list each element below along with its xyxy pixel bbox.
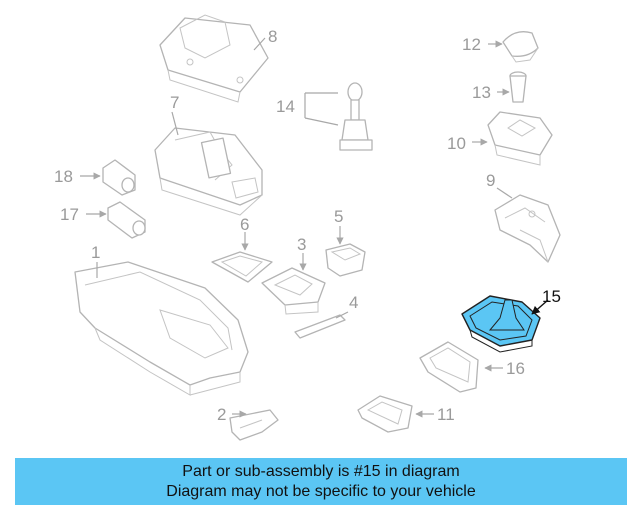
callout-7: 7: [170, 93, 179, 112]
part-13-knob-insert: [509, 71, 527, 103]
callout-5: 5: [334, 207, 343, 226]
callout-8: 8: [268, 27, 277, 46]
part-10-indicator-bezel: [487, 111, 553, 166]
part-12-shift-knob: [502, 31, 539, 63]
part-6-cover-plate: [211, 251, 273, 283]
part-14-shift-lever: [339, 82, 373, 151]
part-1-center-console: [74, 261, 249, 396]
callout-6: 6: [240, 215, 249, 234]
banner-line-2: Diagram may not be specific to your vehi…: [166, 482, 476, 500]
callout-1: 1: [91, 243, 100, 262]
banner-line-1: Part or sub-assembly is #15 in diagram: [182, 462, 460, 480]
part-18-connector: [102, 159, 136, 196]
leader-7: [171, 111, 179, 136]
part-3-storage-tray: [261, 267, 326, 315]
part-8-shifter-housing: [159, 14, 269, 103]
part-5-cup-insert: [325, 243, 366, 277]
callout-4: 4: [349, 293, 358, 312]
part-7-shifter-assembly: [154, 127, 263, 216]
callout-2: 2: [217, 405, 226, 424]
callout-9: 9: [486, 171, 495, 190]
callout-15: 15: [542, 287, 561, 306]
callout-12: 12: [462, 35, 481, 54]
part-9-shift-bracket: [494, 194, 561, 263]
leader-4: [335, 311, 349, 319]
callout-11: 11: [437, 405, 455, 424]
leader-8: [253, 37, 266, 51]
info-banner: Part or sub-assembly is #15 in diagram D…: [15, 458, 627, 505]
part-11-bottom-cover: [357, 395, 413, 433]
leader-15: [531, 299, 549, 315]
callout-17: 17: [60, 205, 79, 224]
part-4-trim-strip: [294, 314, 346, 339]
part-15-shift-boot-trim: [461, 295, 541, 353]
callout-3: 3: [297, 235, 306, 254]
leader-9: [496, 187, 513, 199]
part-17-socket: [107, 201, 146, 239]
callout-10: 10: [447, 134, 466, 153]
callout-18: 18: [54, 167, 73, 186]
callout-13: 13: [472, 83, 491, 102]
parts-diagram: 8 7 14 12 13 10: [54, 14, 561, 441]
leader-14: [304, 92, 339, 126]
part-16-trim-bezel: [419, 341, 479, 393]
callout-16: 16: [506, 359, 525, 378]
callout-14: 14: [276, 97, 295, 116]
